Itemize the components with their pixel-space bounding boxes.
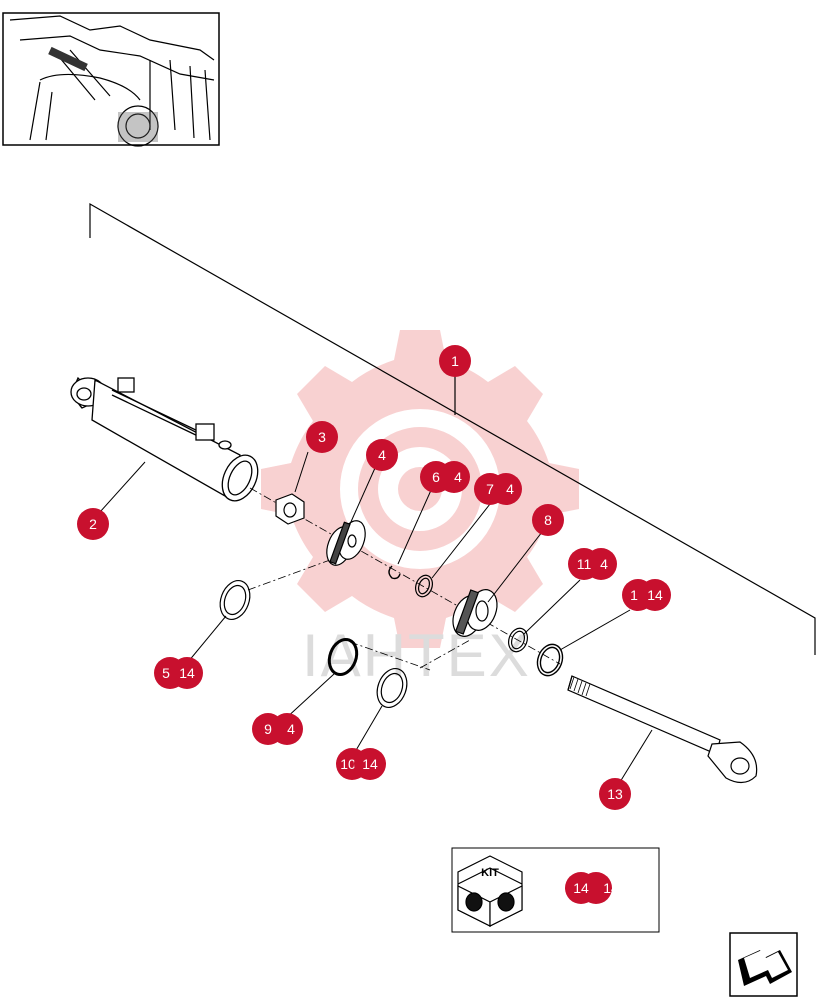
assembly-bracket	[89, 202, 816, 655]
leader-lines	[99, 451, 653, 783]
kit-label: KIT	[481, 867, 499, 879]
nut	[275, 493, 305, 525]
callout-2-label: 2	[89, 516, 97, 532]
callout-8: 8	[532, 504, 564, 536]
callout-kit-second: 14	[603, 880, 619, 896]
cylinder-barrel	[70, 376, 259, 502]
kit-cube-icon	[457, 855, 523, 927]
callout-13: 13	[599, 778, 631, 810]
thumbnail-image	[2, 12, 220, 147]
wiper-ring	[507, 627, 529, 653]
o-ring	[327, 638, 359, 676]
callout-11: 4 11	[568, 548, 617, 580]
callout-7: 4 7	[474, 473, 522, 505]
watermark-text: IAHTEX	[302, 622, 531, 689]
callout-6-label: 6	[432, 469, 440, 485]
callout-10: 10 14	[336, 748, 386, 780]
callout-13-label: 13	[607, 786, 623, 802]
seal-ring-left	[219, 580, 251, 620]
callout-11-label: 11	[577, 556, 592, 572]
callout-2: 2	[77, 508, 109, 540]
circlip	[536, 643, 564, 677]
callout-9: 4 9	[252, 713, 303, 745]
next-page-icon[interactable]	[729, 932, 798, 997]
callout-6-second: 4	[454, 469, 462, 485]
kit-box: KIT 14 14	[451, 847, 660, 933]
cylinder-head	[452, 589, 498, 637]
callout-4: 4	[366, 439, 398, 471]
callout-7-label: 7	[486, 481, 494, 497]
callout-1-label: 1	[451, 353, 459, 369]
snap-ring	[388, 565, 401, 580]
callout-3: 3	[306, 421, 338, 453]
watermark-gear-icon	[261, 330, 579, 648]
callout-1: 1	[439, 345, 471, 377]
callout-10-label: 10	[340, 756, 356, 772]
callout-12: 1 14	[622, 579, 671, 611]
callout-5: 5 14	[154, 657, 203, 689]
callout-10-second: 14	[362, 756, 378, 772]
callout-8-label: 8	[544, 512, 552, 528]
callout-5-label: 5	[162, 665, 170, 681]
callout-12-label: 1	[630, 587, 638, 603]
guide-ring	[414, 574, 434, 598]
callout-9-label: 9	[264, 721, 272, 737]
callout-4-label: 4	[378, 447, 386, 463]
piston	[326, 520, 366, 566]
callout-11-second: 4	[600, 556, 608, 572]
seal-ring	[376, 668, 408, 708]
callout-3-label: 3	[318, 429, 326, 445]
callout-7-second: 4	[506, 481, 514, 497]
callout-9-second: 4	[287, 721, 295, 737]
callout-6: 4 6	[420, 461, 470, 493]
callout-kit-label: 14	[573, 880, 589, 896]
callout-5-second: 14	[179, 665, 195, 681]
callout-12-second: 14	[647, 587, 663, 603]
piston-rod	[567, 675, 758, 784]
